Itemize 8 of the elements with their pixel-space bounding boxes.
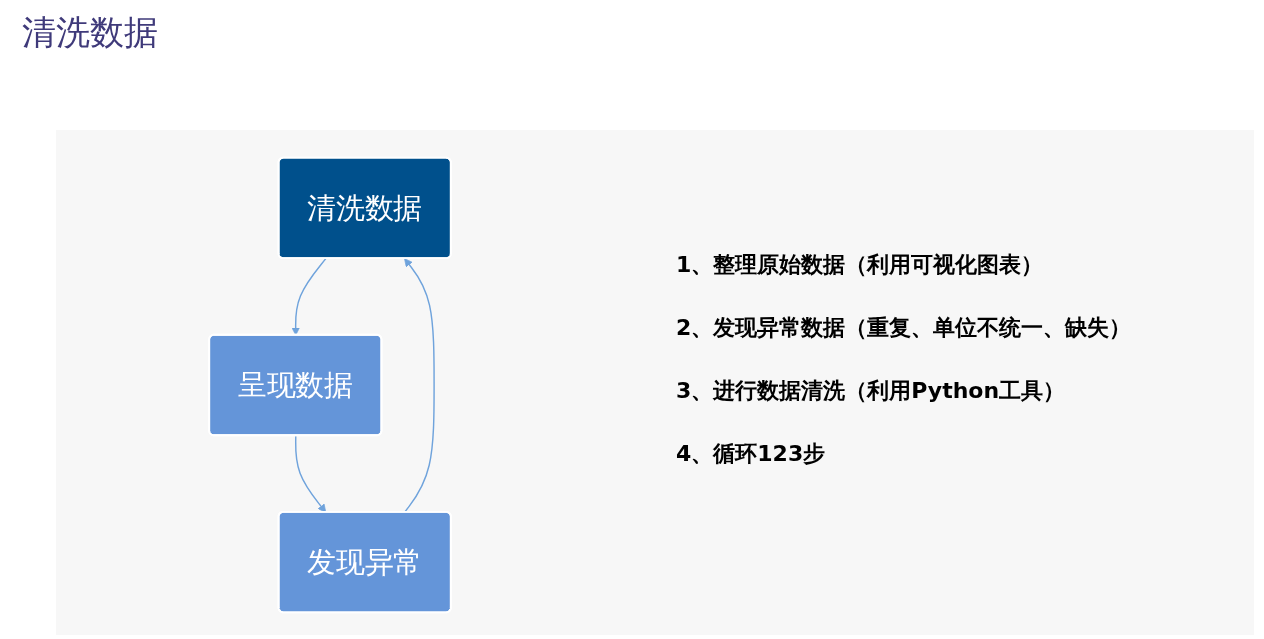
process-box: 发现异常: [277, 510, 452, 614]
step-text: 3、进行数据清洗（利用Python工具）: [676, 377, 1067, 405]
process-box: 呈现数据: [208, 333, 383, 437]
step-text: 1、整理原始数据（利用可视化图表）: [676, 251, 1045, 279]
step-text: 4、循环123步: [676, 440, 827, 468]
title: 清洗数据: [22, 11, 158, 54]
process-box: 清洗数据: [277, 156, 452, 260]
step-text: 2、发现异常数据（重复、单位不统一、缺失）: [676, 314, 1132, 342]
